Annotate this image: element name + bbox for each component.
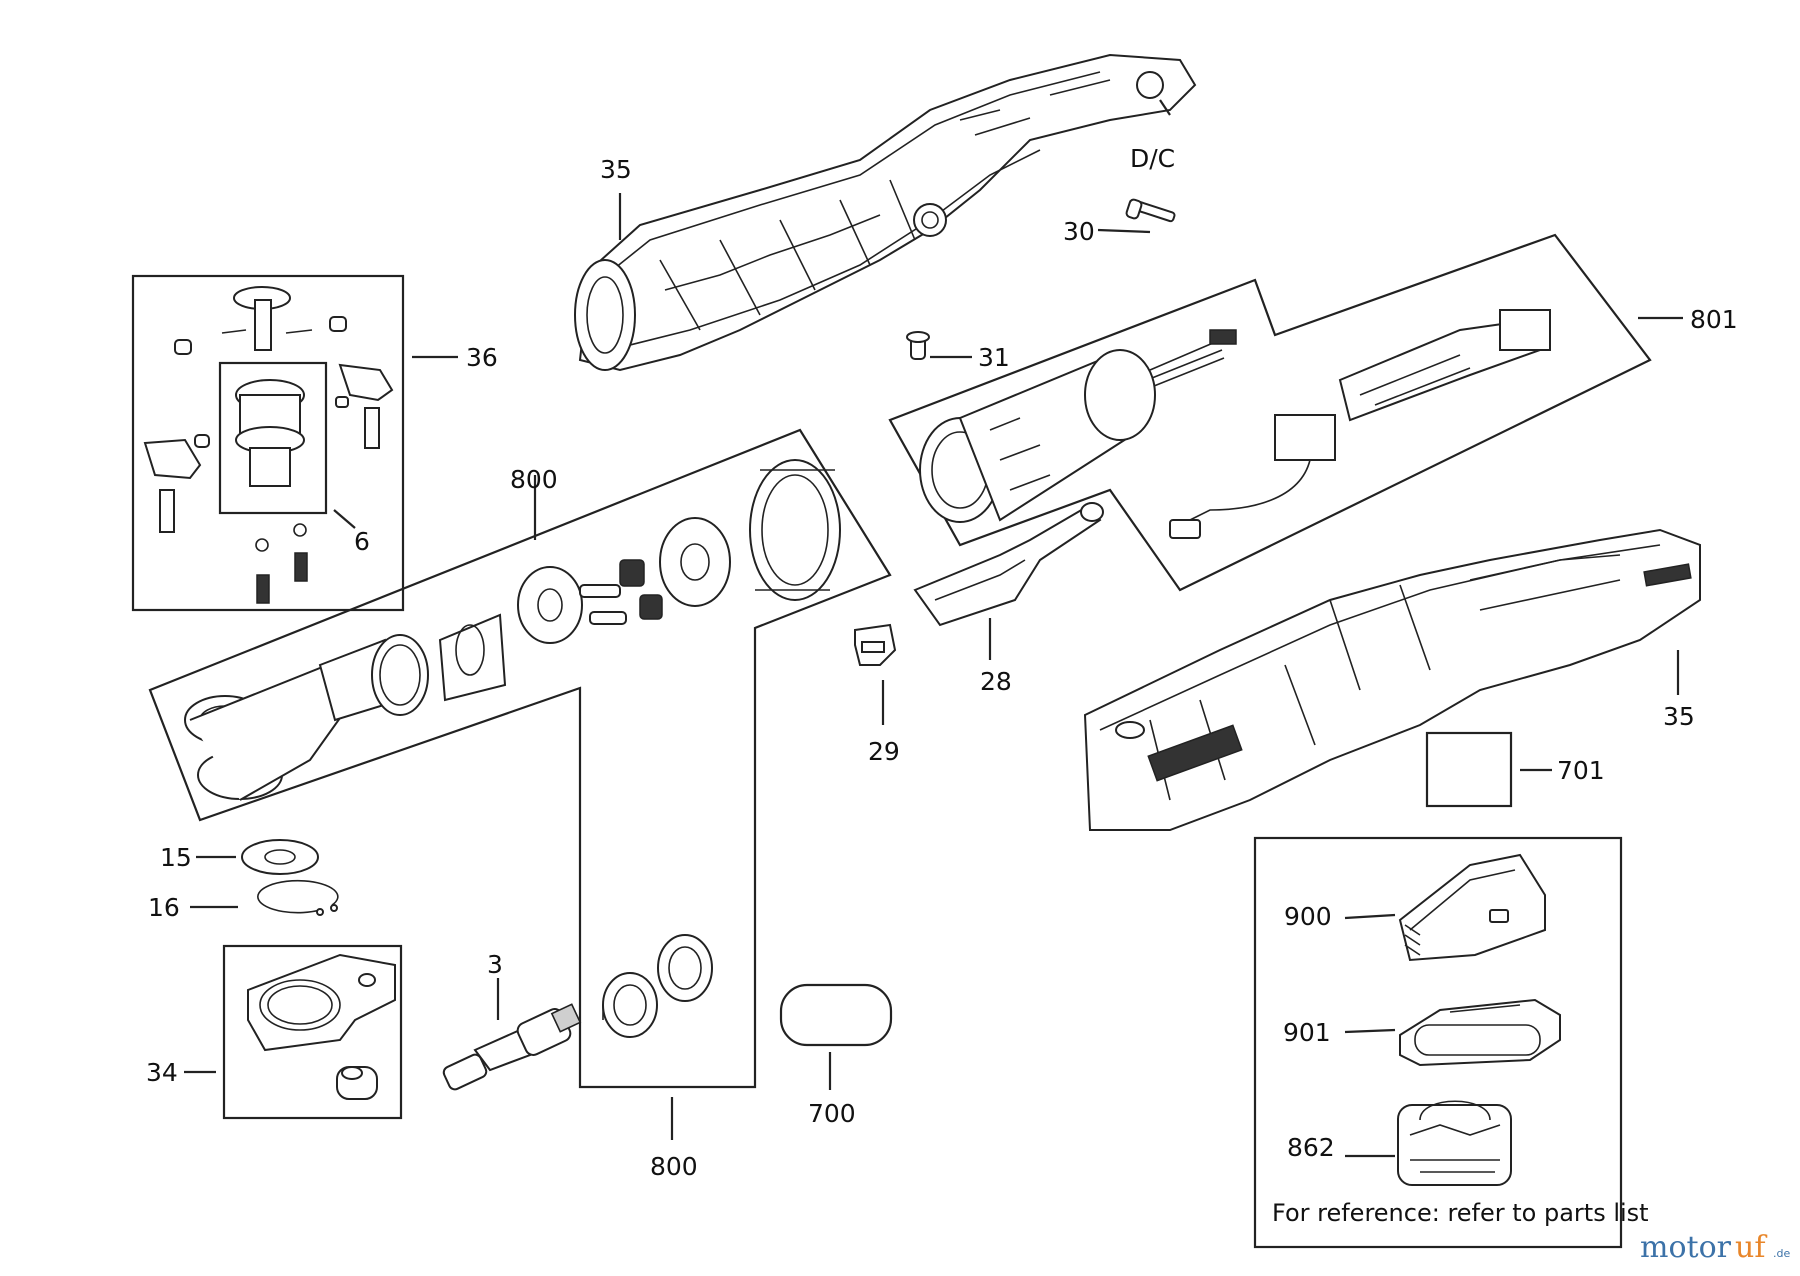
label-701: 701 [1557,756,1605,785]
label-801: 801 [1690,305,1738,334]
washer-15-part [241,839,319,875]
label-800-top: 800 [510,465,558,494]
gear-head-parts [184,459,841,801]
label-800-bottom: 800 [650,1152,698,1181]
label-16: 16 [148,893,180,922]
svg-text:motor: motor [1640,1230,1732,1265]
label-6: 6 [354,527,370,556]
label-900: 900 [1284,902,1332,931]
label-15: 15 [160,843,192,872]
anvil-kit-parts [143,286,394,604]
box-801 [888,233,1652,592]
label-30: 30 [1063,217,1095,246]
label-862: 862 [1287,1133,1335,1162]
reference-note: For reference: refer to parts list [1272,1199,1649,1227]
label-29: 29 [868,737,900,766]
label-plate-701 [1425,731,1513,808]
box-34 [222,944,403,1120]
charger-900-part [1398,853,1546,962]
trigger-lever-part [913,502,1104,627]
label-36: 36 [466,343,498,372]
label-31: 31 [978,343,1010,372]
label-901: 901 [1283,1018,1331,1047]
label-35-top: 35 [600,155,632,184]
label-34: 34 [146,1058,178,1087]
label-3: 3 [487,950,503,979]
label-28: 28 [980,667,1012,696]
housing-half-part [574,53,1197,372]
manual-700 [779,983,893,1047]
battery-901-part [1399,998,1561,1067]
housing-complete-part [1083,528,1701,831]
svg-text:uf: uf [1735,1230,1767,1265]
motor-switch-parts [919,309,1551,539]
label-dc: D/C [1130,144,1175,173]
ratchet-head-part [247,953,396,1100]
box-36 [131,274,405,612]
screw-31-part [906,331,930,360]
box-800 [148,428,892,1089]
label-35-right: 35 [1663,702,1695,731]
screw-30-part [1125,198,1176,223]
svg-text:.de: .de [1773,1247,1790,1260]
retaining-ring-16-part [257,879,339,916]
switch-clip-part [854,623,897,666]
bag-862-part [1397,1100,1512,1186]
label-700: 700 [808,1099,856,1128]
watermark-logo: motor uf .de [1640,1230,1790,1265]
accessories-box [1253,836,1623,1249]
bushing-parts [602,934,713,1038]
shaft-3-part [442,1003,582,1091]
